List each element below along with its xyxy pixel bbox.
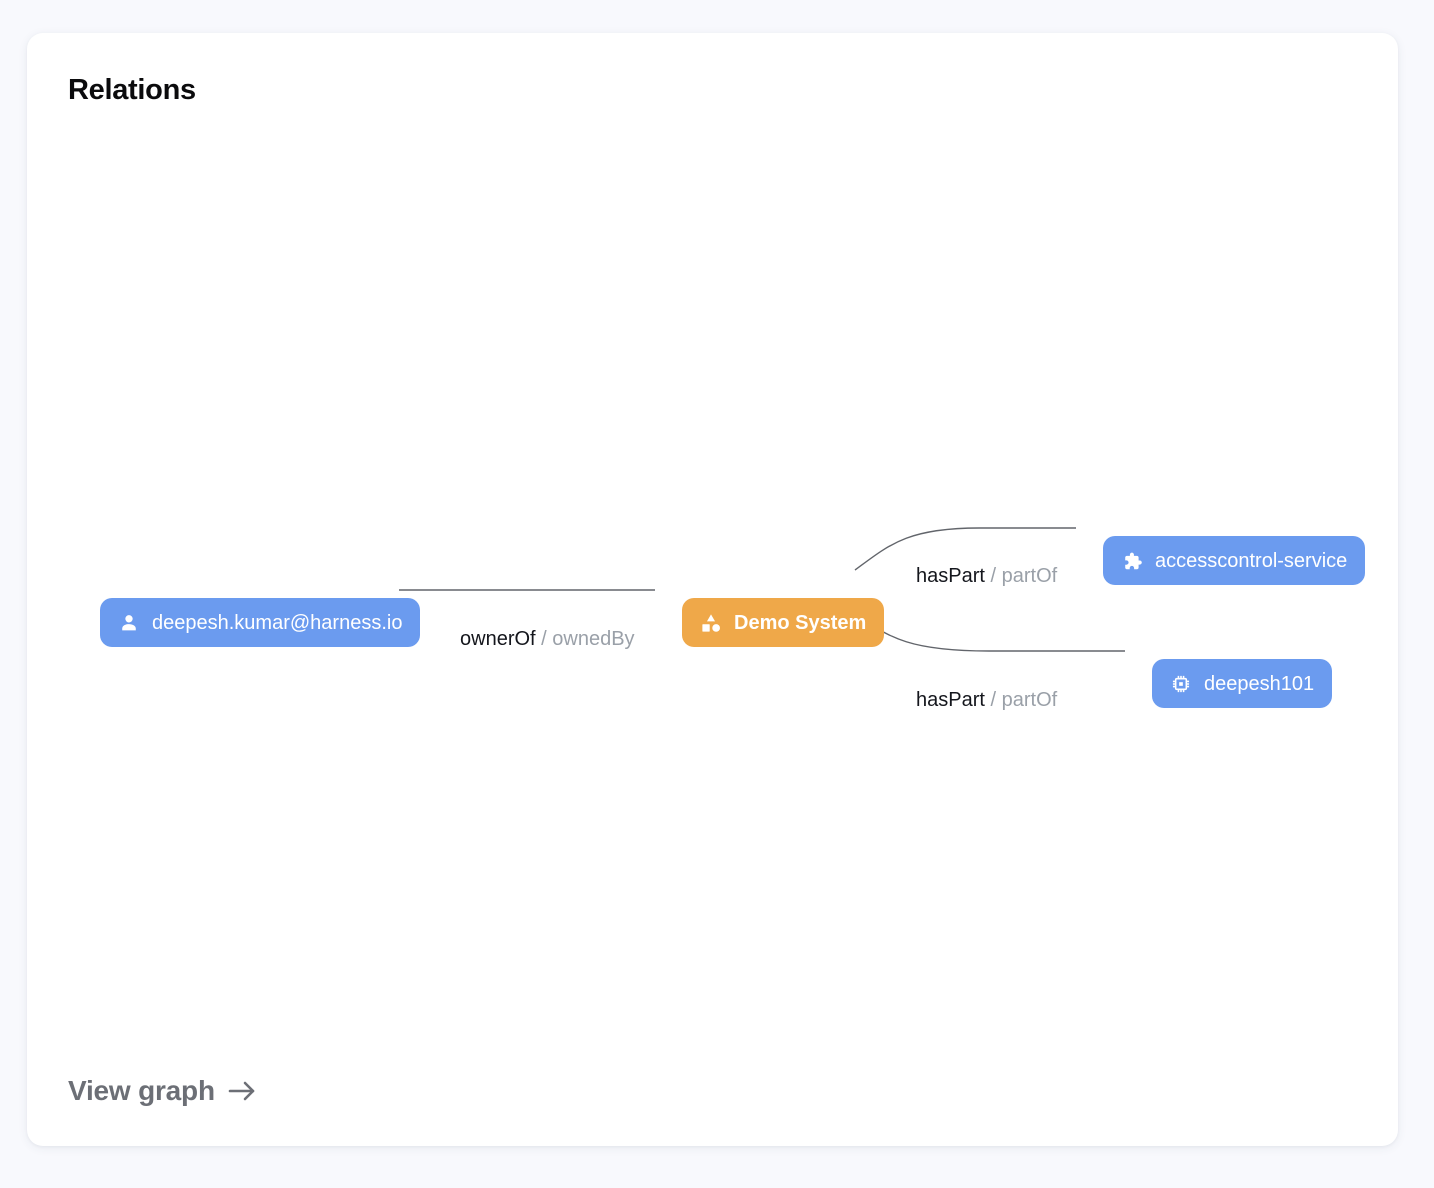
- cpu-chip-icon: [1170, 673, 1192, 695]
- edge-relation-forward: ownerOf: [460, 628, 536, 650]
- relations-graph[interactable]: deepesh.kumar@harness.io Demo System acc…: [27, 33, 1398, 1146]
- graph-node-component[interactable]: accesscontrol-service: [1103, 536, 1366, 585]
- graph-node-user[interactable]: deepesh.kumar@harness.io: [100, 598, 421, 647]
- edge-relation-separator: /: [990, 689, 1002, 711]
- graph-node-resource[interactable]: deepesh101: [1152, 659, 1333, 708]
- graph-edges-layer: [399, 527, 1125, 652]
- edge-relation-separator: /: [541, 628, 553, 650]
- edge-relation-reverse: partOf: [1001, 565, 1058, 587]
- edge-relation-forward: hasPart: [916, 689, 985, 711]
- page-title: Relations: [68, 74, 196, 106]
- edge-haspart-resource-line: [854, 612, 1125, 652]
- edge-relation-reverse: ownedBy: [552, 628, 635, 650]
- edge-relation-forward: hasPart: [916, 565, 985, 587]
- edge-label-haspart-resource: hasPart / partOf: [916, 690, 1057, 710]
- edge-label-owner: ownerOf / ownedBy: [460, 629, 635, 649]
- puzzle-piece-icon: [1121, 550, 1143, 572]
- graph-node-label: accesscontrol-service: [1155, 549, 1348, 572]
- view-graph-label: View graph: [68, 1075, 215, 1106]
- edge-label-haspart-component: hasPart / partOf: [916, 566, 1057, 586]
- category-shapes-icon: [700, 612, 722, 634]
- arrow-right-icon: [227, 1079, 257, 1103]
- edge-relation-separator: /: [990, 565, 1002, 587]
- view-graph-link[interactable]: View graph: [68, 1075, 257, 1107]
- relations-card: Relations deepesh.kumar@harness.io: [27, 33, 1398, 1146]
- graph-node-label: Demo System: [734, 611, 867, 634]
- graph-node-system[interactable]: Demo System: [682, 598, 885, 647]
- graph-node-label: deepesh.kumar@harness.io: [152, 611, 403, 634]
- edge-haspart-component-line: [854, 527, 1076, 571]
- edge-relation-reverse: partOf: [1001, 689, 1058, 711]
- graph-node-label: deepesh101: [1204, 672, 1315, 695]
- person-icon: [118, 612, 140, 634]
